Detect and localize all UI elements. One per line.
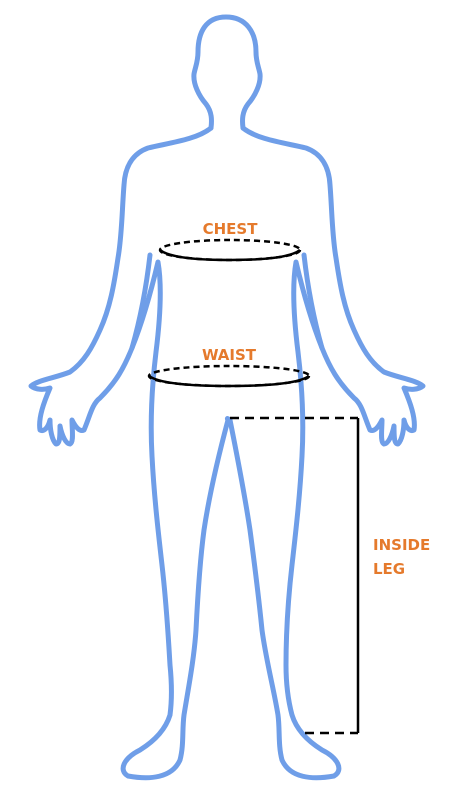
left-body-outline <box>31 128 228 778</box>
right-body-outline <box>230 128 423 778</box>
crotch-outline <box>227 419 230 421</box>
inside-leg-measure <box>230 418 358 733</box>
inside-leg-label-line2: LEG <box>373 560 405 578</box>
inside-leg-label-line1: INSIDE <box>373 536 430 554</box>
head-outline <box>194 17 260 128</box>
waist-measure-front <box>149 376 309 386</box>
waist-label: WAIST <box>202 346 257 364</box>
chest-measure-front <box>160 250 300 260</box>
chest-label: CHEST <box>203 220 259 238</box>
body-silhouette <box>31 17 423 778</box>
